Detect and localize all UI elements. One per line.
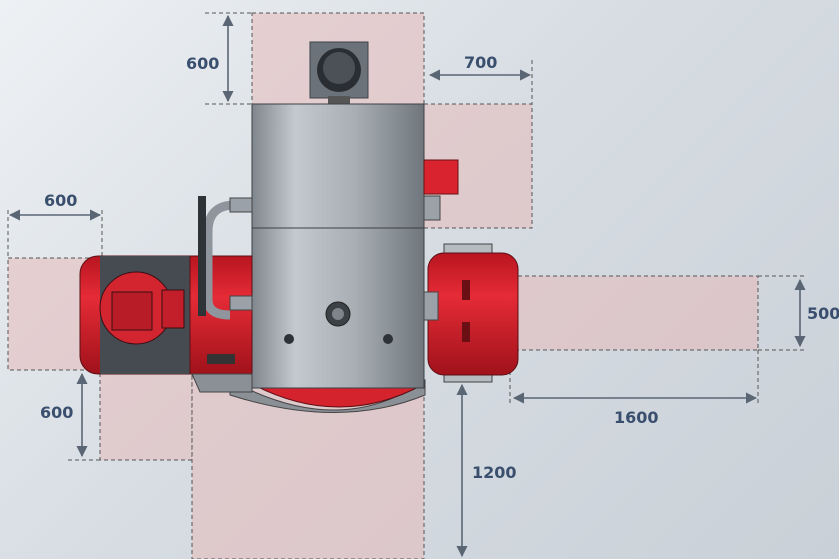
clearance-zones	[7, 12, 759, 559]
right-burner	[423, 243, 519, 383]
dimension-arrows	[8, 14, 806, 558]
boiler-base	[229, 379, 426, 413]
left-burner	[79, 255, 253, 393]
dim-top-right-width: 700	[464, 53, 498, 72]
dim-left-width: 600	[44, 191, 78, 210]
zone-right	[517, 275, 759, 351]
control-box	[423, 159, 459, 195]
pipe	[203, 200, 236, 320]
dim-bottom-length: 1200	[472, 463, 517, 482]
flue-box	[309, 41, 369, 104]
dim-right-length: 1600	[614, 408, 659, 427]
zone-left-bottom	[99, 369, 193, 461]
dim-top-height: 600	[186, 54, 220, 73]
dim-right-height: 500	[807, 304, 839, 323]
boiler-upper	[251, 103, 425, 229]
dim-left-bottom-height: 600	[40, 403, 74, 422]
